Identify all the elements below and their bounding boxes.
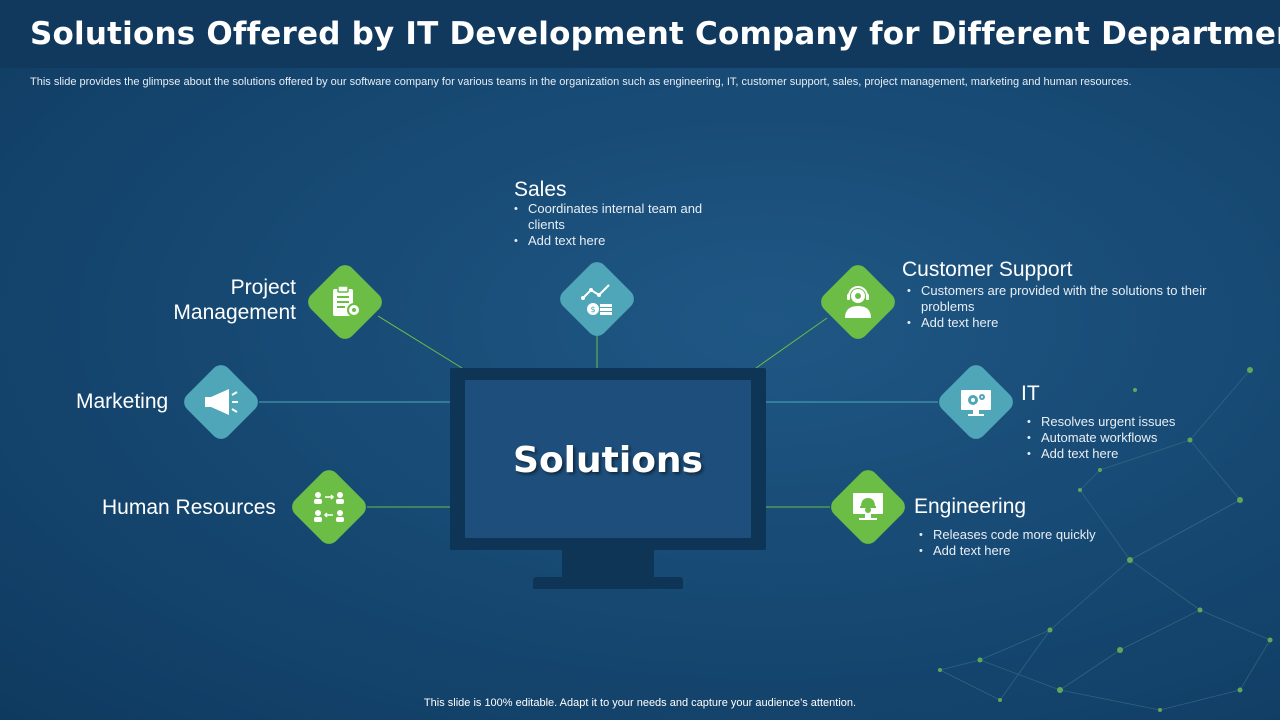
center-label: Solutions — [513, 440, 703, 481]
engineering-bullet: Releases code more quickly — [919, 527, 1096, 543]
project-management-title: Project Management — [140, 275, 296, 325]
svg-text:$: $ — [590, 305, 595, 314]
customer-support-bullet: Customers are provided with the solution… — [907, 283, 1206, 299]
sales-title: Sales — [514, 178, 567, 201]
it-title: IT — [1021, 382, 1040, 405]
headset-agent-icon — [845, 286, 871, 318]
customer-support-bullet-cont: problems — [921, 299, 975, 314]
footer-note: This slide is 100% editable. Adapt it to… — [423, 697, 857, 709]
project-management-title-line2: Management — [173, 301, 296, 324]
monitor-gear-icon — [961, 390, 991, 416]
engineering-bullets: Releases code more quickly Add text here — [913, 527, 1096, 559]
title-bar — [0, 0, 1280, 68]
megaphone-icon — [205, 389, 238, 415]
people-exchange-icon — [314, 492, 344, 522]
page-subtitle: This slide provides the glimpse about th… — [30, 76, 1132, 88]
it-bullet: Resolves urgent issues — [1027, 414, 1175, 430]
monitor-neck — [562, 550, 654, 578]
sales-bullets: Coordinates internal team and clients Ad… — [508, 201, 702, 249]
sales-bullet: Coordinates internal team and — [514, 201, 702, 217]
it-bullets: Resolves urgent issues Automate workflow… — [1021, 414, 1175, 462]
engineering-title: Engineering — [914, 495, 1027, 518]
sales-bullet: Add text here — [514, 233, 702, 249]
engineering-bullet: Add text here — [919, 543, 1096, 559]
project-management-title-line1: Project — [230, 276, 296, 299]
customer-support-title: Customer Support — [902, 258, 1073, 281]
engineer-computer-icon — [853, 493, 883, 520]
clipboard-gear-icon — [333, 285, 361, 317]
monitor-base — [533, 577, 683, 589]
marketing-title: Marketing — [76, 390, 169, 413]
page-title: Solutions Offered by IT Development Comp… — [30, 16, 1280, 52]
customer-support-bullet: Add text here — [907, 315, 1206, 331]
it-bullet: Automate workflows — [1027, 430, 1175, 446]
chart-coins-icon: $ — [581, 284, 612, 315]
human-resources-title: Human Resources — [102, 496, 276, 519]
sales-bullet-cont: clients — [528, 217, 565, 232]
it-bullet: Add text here — [1027, 446, 1175, 462]
monitor-screen — [465, 380, 751, 538]
customer-support-bullets: Customers are provided with the solution… — [901, 283, 1206, 331]
